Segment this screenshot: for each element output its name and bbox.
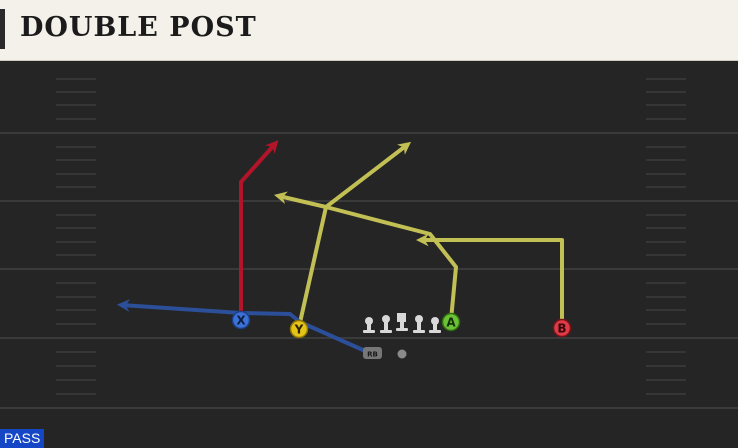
receiver-b-label: B	[557, 322, 566, 336]
lineman-center	[396, 313, 408, 331]
play-field: RB X Y A B	[0, 61, 738, 448]
receiver-y[interactable]: Y	[289, 319, 309, 339]
x-button-icon	[231, 310, 251, 330]
receiver-b[interactable]: B	[552, 318, 572, 338]
rb-label: RB	[367, 351, 378, 359]
hash-marks-left	[56, 78, 96, 395]
lineman-right-tackle	[429, 317, 441, 333]
route-x-post	[239, 140, 279, 320]
lineman-left-tackle	[363, 317, 375, 333]
b-button-icon	[552, 318, 572, 338]
route-a-dig	[274, 191, 458, 322]
field-surface	[0, 61, 738, 448]
a-button-icon	[441, 312, 461, 332]
receiver-x-label: X	[236, 314, 246, 328]
play-title-bar: DOUBLE POST	[0, 0, 738, 61]
offensive-line	[363, 313, 441, 333]
hash-marks-right	[646, 78, 686, 395]
running-back[interactable]: RB	[363, 347, 382, 359]
play-type-tag: PASS	[0, 429, 45, 448]
play-title: DOUBLE POST	[20, 12, 257, 43]
lineman-left-guard	[380, 315, 392, 333]
lineman-right-guard	[413, 315, 425, 333]
receiver-a-label: A	[446, 316, 456, 330]
quarterback-marker	[397, 349, 407, 359]
receiver-a[interactable]: A	[441, 312, 461, 332]
route-rb-flat	[116, 299, 374, 356]
rb-marker	[363, 347, 382, 359]
receiver-y-label: Y	[294, 323, 304, 337]
receiver-x[interactable]: X	[231, 310, 251, 330]
yard-lines	[0, 132, 738, 409]
route-b-in	[415, 233, 564, 327]
y-button-icon	[289, 319, 309, 339]
title-accent-bar	[0, 9, 5, 49]
